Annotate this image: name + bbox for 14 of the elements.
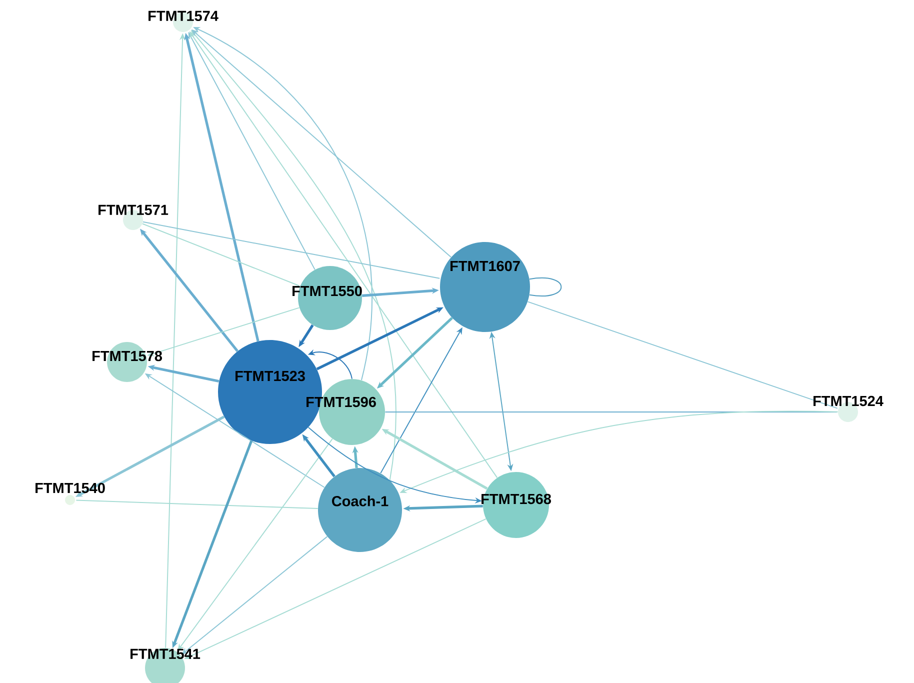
- node-label: FTMT1523: [236, 370, 305, 382]
- node-label: FTMT1541: [130, 648, 200, 660]
- node-label: FTMT1578: [92, 350, 162, 362]
- node-circle: [483, 472, 549, 538]
- node-label: FTMT1540: [36, 482, 105, 494]
- node-circle: [318, 468, 402, 552]
- node-label: Coach-1: [332, 496, 388, 506]
- node-label: FTMT1571: [98, 204, 168, 216]
- node-label: FTMT1596: [306, 396, 376, 408]
- node-label: FTMT1524: [814, 396, 884, 406]
- node-label: FTMT1574: [148, 10, 218, 22]
- node-label: FTMT1607: [450, 260, 520, 272]
- node-circle: [440, 242, 530, 332]
- node-circle: [65, 494, 75, 505]
